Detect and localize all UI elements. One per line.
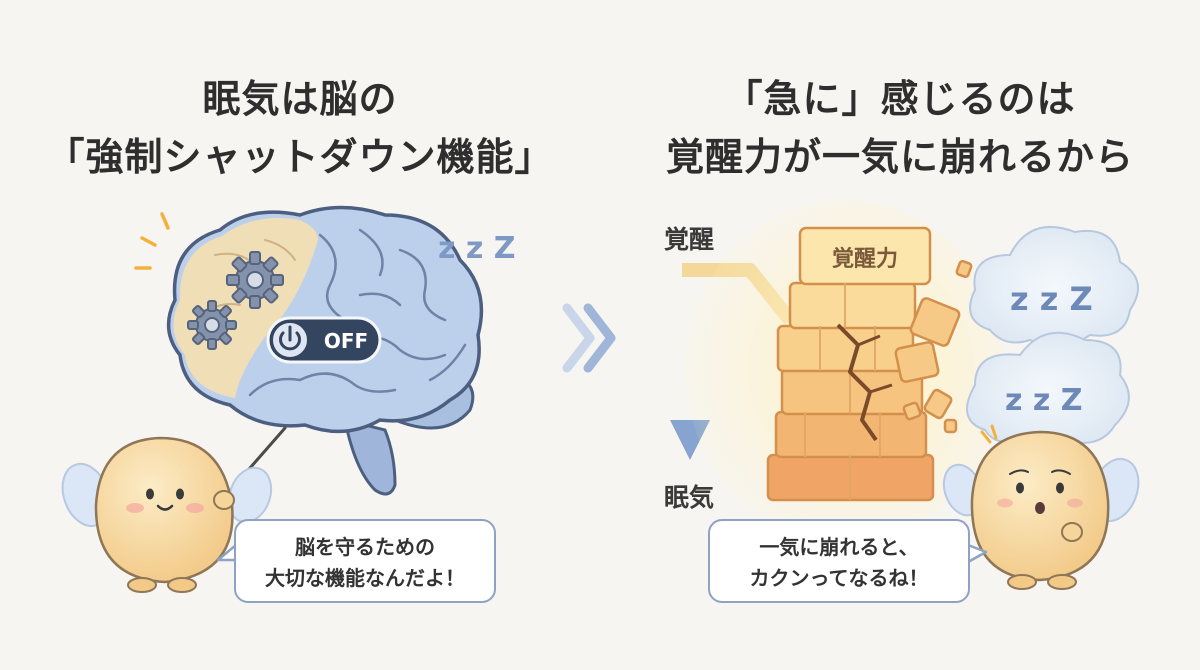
right-title-line1: 「急に」感じるのは — [724, 77, 1076, 121]
double-chevron-right-icon — [562, 303, 616, 373]
attention-marks — [134, 212, 170, 270]
left-title-line1: 眠気は脳の — [202, 77, 398, 121]
left-title-line2: 「強制シャットダウン機能」 — [46, 135, 554, 179]
bubble-right-line2: カクンってなるね！ — [749, 566, 929, 590]
falling-bricks — [894, 259, 973, 434]
switch-label: OFF — [324, 329, 368, 353]
right-title-line2: 覚醒力が一気に崩れるから — [665, 135, 1134, 179]
character-left — [61, 436, 273, 593]
crack — [836, 323, 878, 442]
zzz-text: z z Z — [1005, 383, 1083, 418]
power-icon — [279, 325, 301, 351]
wall-label: 覚醒力 — [832, 246, 898, 272]
speech-bubble-right: 一気に崩れると、 カクンってなるね！ — [708, 519, 970, 603]
bubble-right-line1: 一気に崩れると、 — [759, 535, 919, 559]
bubble-left-line2: 大切な機能なんだよ！ — [265, 566, 465, 590]
gear-icon — [187, 300, 237, 350]
axis-label-sleepy: 眠気 — [664, 483, 715, 512]
axis-label-awake: 覚醒 — [664, 225, 715, 254]
brick-wall-icon — [766, 226, 935, 502]
right-title: 「急に」感じるのは 覚醒力が一気に崩れるから — [620, 70, 1180, 186]
character-right — [942, 424, 1140, 590]
bubble-left-line1: 脳を守るための — [295, 535, 435, 559]
off-switch: OFF — [266, 316, 382, 364]
zzz-text: z z Z — [438, 231, 516, 266]
speech-bubble-left: 脳を守るための 大切な機能なんだよ！ — [234, 519, 496, 603]
gear-icon — [226, 251, 284, 309]
zzz-text: z z Z — [1010, 280, 1093, 318]
left-title: 眠気は脳の 「強制シャットダウン機能」 — [40, 70, 560, 186]
